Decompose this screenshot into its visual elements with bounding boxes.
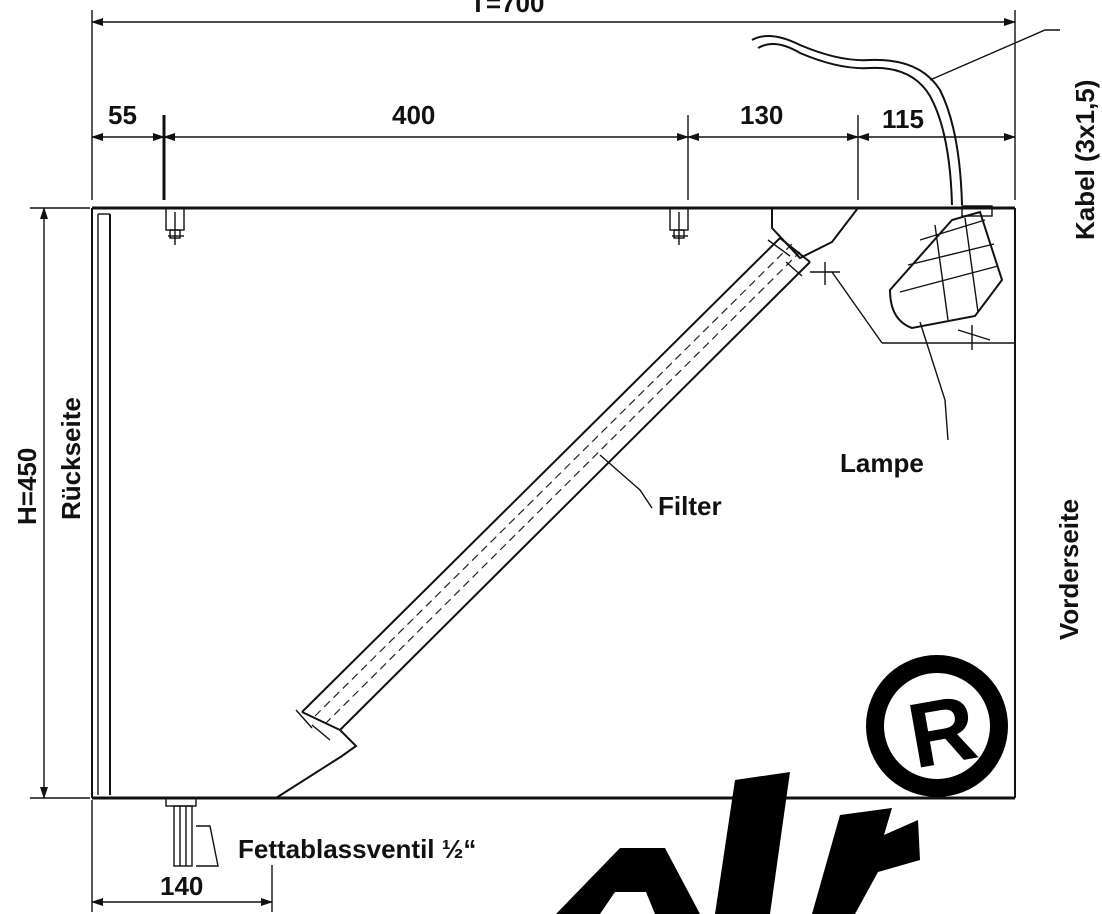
filter-leader — [599, 454, 653, 509]
cable-label: Kabel (3x1,5) — [1070, 80, 1100, 240]
housing-outline — [91, 206, 1016, 800]
front-side-label: Vorderseite — [1054, 499, 1084, 640]
mounting-bracket-right — [669, 207, 689, 245]
back-side-label: Rückseite — [56, 397, 86, 520]
dimension-chain — [91, 115, 1016, 200]
filter — [295, 237, 811, 731]
mounting-bracket-left — [165, 207, 185, 245]
filter-label: Filter — [658, 491, 722, 521]
rear-panel — [97, 213, 111, 795]
dimension-height-label: H=450 — [12, 448, 42, 525]
dimension-total-length — [91, 10, 1016, 200]
valve-icon — [165, 797, 219, 867]
valve-label: Fettablassventil ½“ — [238, 834, 476, 864]
watermark-logo: R — [556, 655, 1008, 914]
cable — [751, 29, 1060, 206]
dimension-spacing-lamp-label: 115 — [882, 104, 924, 134]
lamp-leader — [919, 321, 949, 441]
watermark-symbol: R — [901, 676, 984, 788]
grease-trough — [275, 724, 358, 799]
lamp-icon — [888, 205, 1004, 330]
dimension-valve-offset — [91, 800, 273, 912]
dimension-offset-left-label: 55 — [108, 100, 137, 130]
dimension-spacing-mounts-label: 400 — [392, 100, 435, 130]
dimension-total-length-label: T=700 — [470, 0, 544, 18]
lamp-label: Lampe — [840, 448, 924, 478]
filter-holder-top — [771, 207, 1015, 350]
dimension-spacing-filter-label: 130 — [740, 100, 783, 130]
dimension-height — [30, 207, 90, 799]
dimension-valve-offset-label: 140 — [160, 871, 203, 901]
